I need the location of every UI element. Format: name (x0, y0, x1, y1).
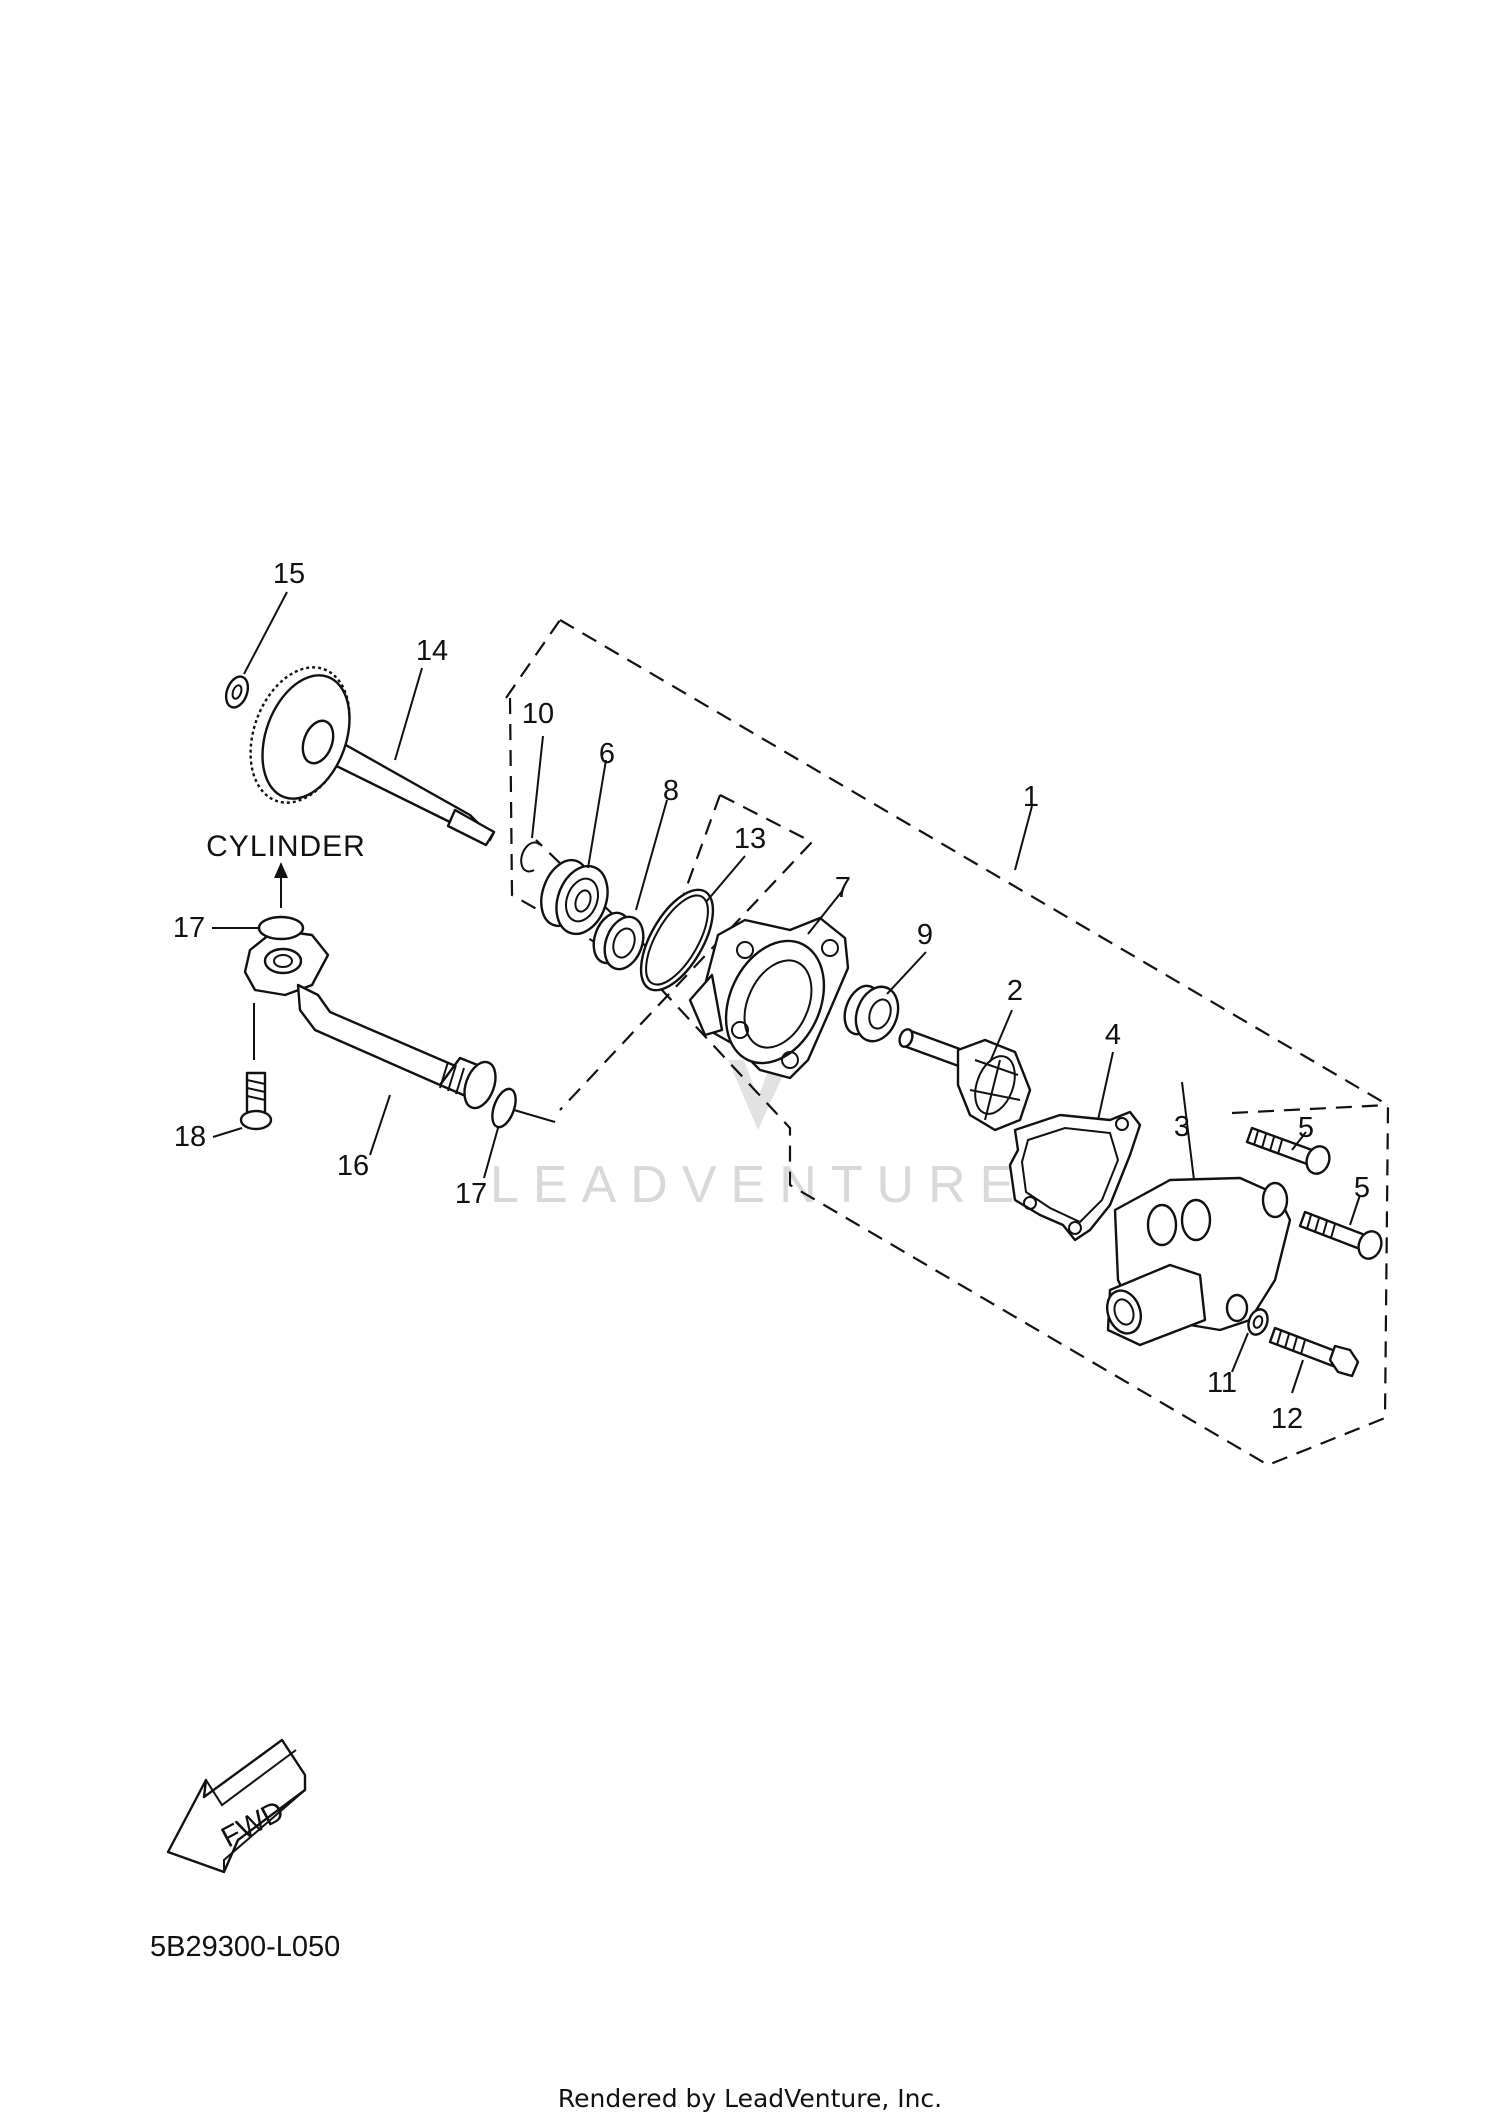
bolt-5-lower (1298, 1210, 1383, 1260)
impeller-shaft-2 (898, 1028, 1032, 1132)
washer-11 (1247, 1308, 1269, 1336)
watermark-text: LEADVENTURE (490, 1156, 1028, 1214)
callout-14: 14 (416, 635, 448, 667)
mechanical-seal-9 (843, 984, 900, 1043)
gear-shaft-14 (249, 666, 496, 847)
pump-housing-7 (688, 916, 850, 1080)
callout-17-upper: 17 (173, 912, 205, 944)
callout-2: 2 (1007, 975, 1023, 1007)
callout-17-lower: 17 (455, 1178, 487, 1210)
callout-13: 13 (734, 823, 766, 855)
callout-5-lower: 5 (1354, 1172, 1370, 1204)
bearing-6 (540, 858, 609, 936)
callout-7: 7 (835, 872, 851, 904)
callout-4: 4 (1105, 1019, 1121, 1051)
render-credit: Rendered by LeadVenture, Inc. (558, 2084, 942, 2113)
fwd-arrow-icon: FWD (166, 1738, 307, 1874)
bolt-5-upper (1245, 1126, 1331, 1175)
callout-12: 12 (1271, 1403, 1303, 1435)
o-ring-17-lower (491, 1087, 517, 1129)
callout-6: 6 (599, 738, 615, 770)
cylinder-label: CYLINDER (206, 830, 366, 863)
diagram-code: 5B29300-L050 (150, 1931, 340, 1963)
pump-cover-3 (1105, 1176, 1292, 1347)
callout-15: 15 (273, 558, 305, 590)
connector-lines (253, 1003, 556, 1123)
callout-18: 18 (174, 1121, 206, 1153)
o-ring-17-upper (257, 915, 305, 941)
circlip-10 (520, 841, 541, 873)
bolt-18 (239, 1071, 273, 1131)
watermark: LEADVENTURE (490, 1060, 1028, 1214)
cylinder-arrow (274, 862, 288, 908)
gasket-4 (1008, 1110, 1142, 1242)
o-ring-13 (639, 888, 715, 992)
callout-16: 16 (337, 1150, 369, 1182)
callout-5-upper: 5 (1298, 1112, 1314, 1144)
callout-8: 8 (663, 775, 679, 807)
assembly-boundary (505, 619, 1390, 1467)
callout-1: 1 (1023, 781, 1039, 813)
flange-bolt-12 (1268, 1326, 1360, 1378)
callout-3: 3 (1174, 1111, 1190, 1143)
callout-11: 11 (1207, 1367, 1237, 1399)
callout-labels: 15 14 10 6 8 13 7 9 2 4 1 3 5 5 11 12 16… (173, 558, 1370, 1435)
callout-10: 10 (522, 698, 554, 730)
water-pipe-16 (243, 928, 497, 1110)
leader-lines (212, 591, 1361, 1394)
callout-9: 9 (917, 919, 933, 951)
washer-15 (224, 675, 250, 709)
seal-8 (592, 911, 645, 971)
